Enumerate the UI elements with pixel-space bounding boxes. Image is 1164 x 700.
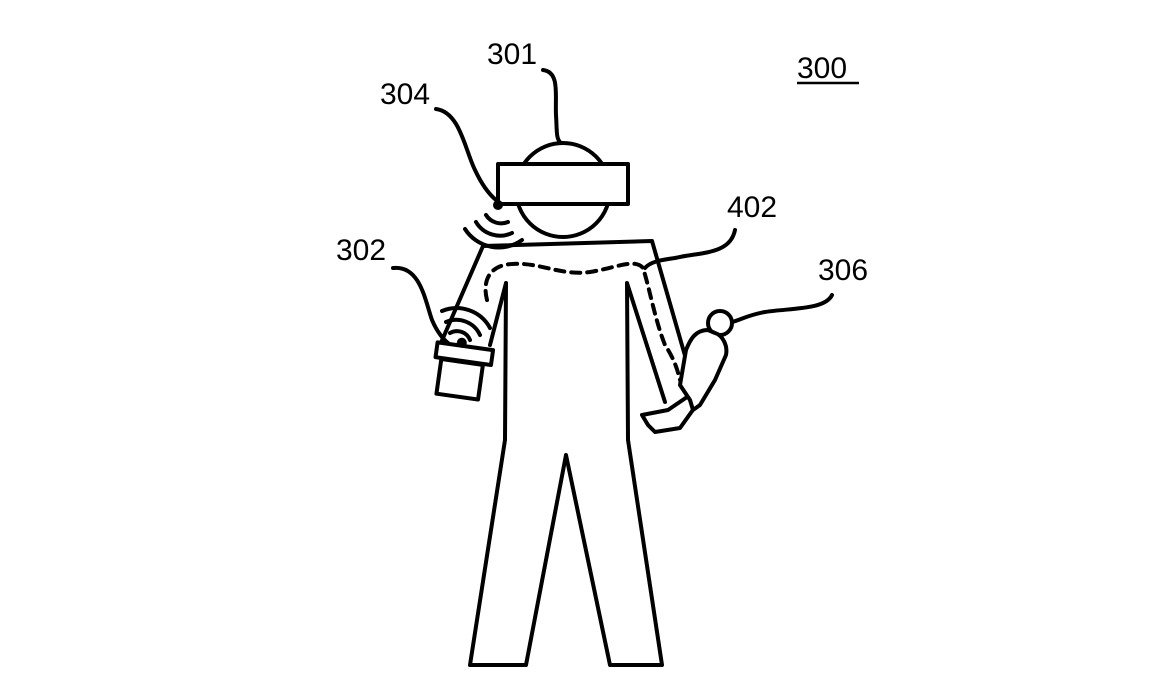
label-302: 302 bbox=[336, 234, 386, 267]
wireless-signal-icon bbox=[440, 306, 492, 342]
label-301: 301 bbox=[487, 38, 537, 71]
emitter-dot bbox=[493, 200, 503, 210]
wireless-signal-icon bbox=[463, 213, 524, 250]
handheld-device bbox=[433, 337, 496, 402]
label-306: 306 bbox=[818, 254, 868, 287]
doll-body bbox=[678, 328, 729, 412]
label-304: 304 bbox=[380, 78, 430, 111]
held-tablet bbox=[640, 393, 702, 434]
user-body bbox=[438, 239, 694, 667]
headset bbox=[496, 162, 630, 206]
label-402: 402 bbox=[727, 191, 777, 224]
leader-lines bbox=[391, 68, 834, 345]
body-path-dashed bbox=[483, 261, 682, 382]
figure-number: 300 bbox=[797, 52, 847, 85]
